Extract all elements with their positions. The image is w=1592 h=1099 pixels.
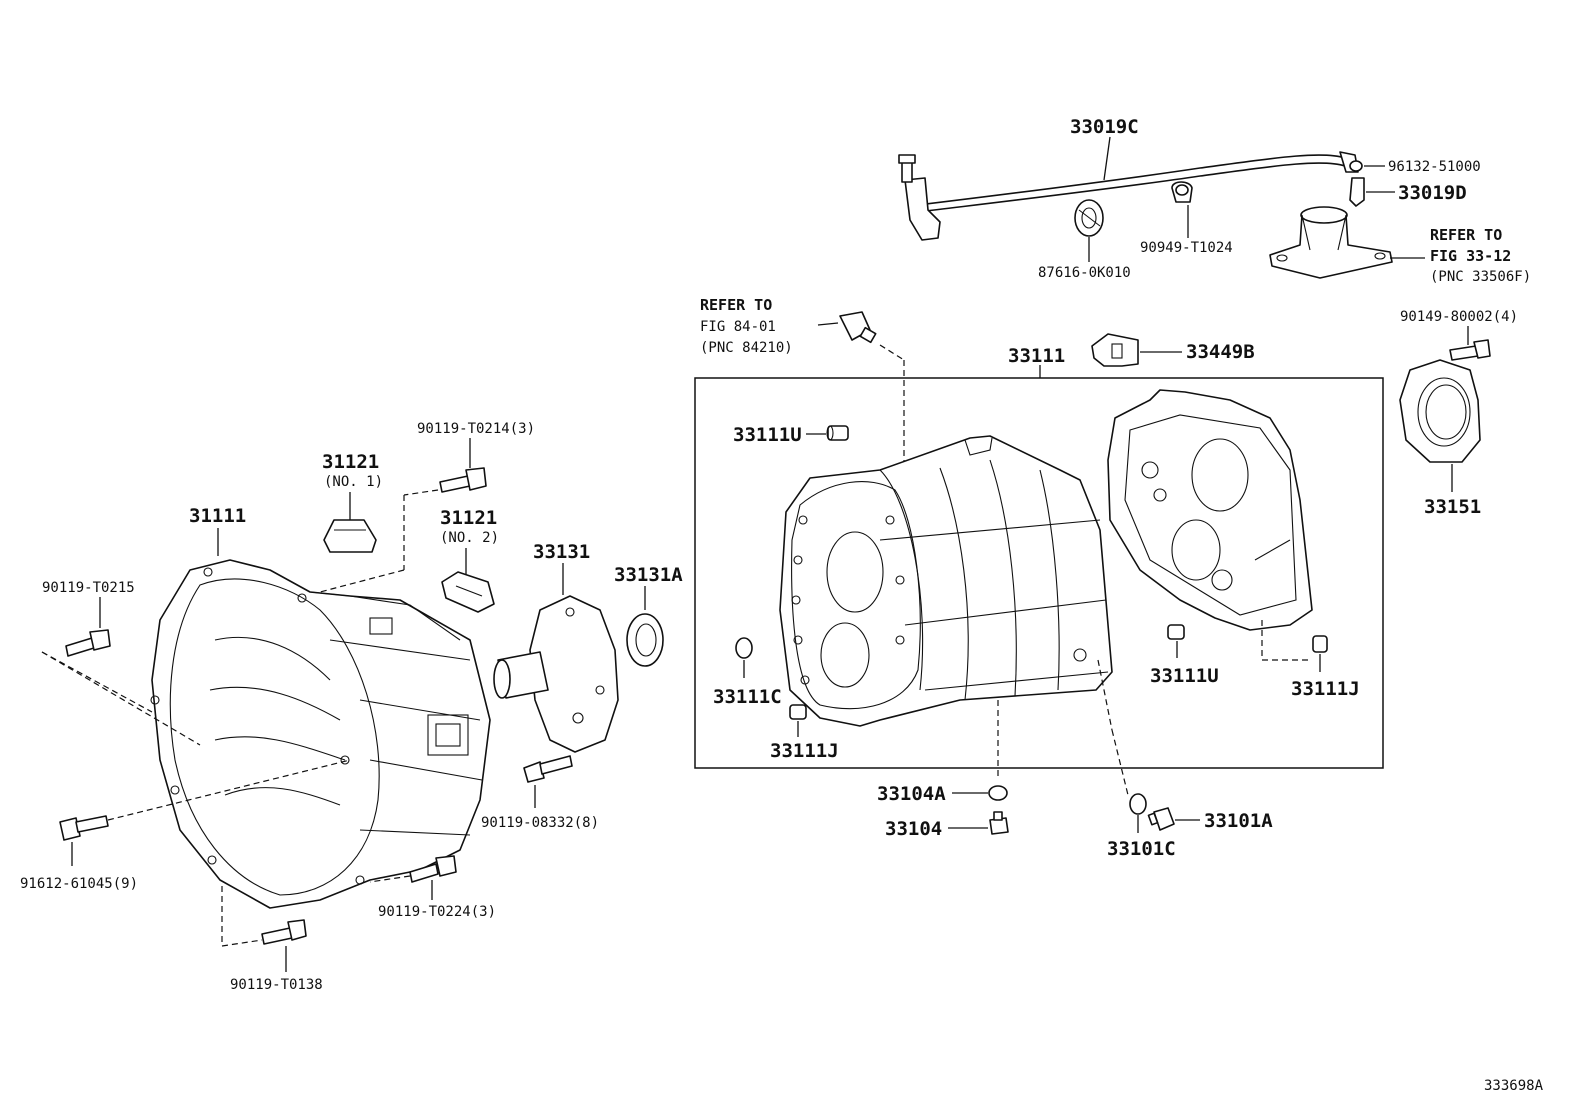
label-33151: 33151	[1424, 496, 1481, 518]
label-33101A: 33101A	[1204, 810, 1273, 832]
label-90119-T0214: 90119-T0214(3)	[417, 421, 535, 437]
retainer-33151	[1399, 359, 1481, 463]
label-90119-08332: 90119-08332(8)	[481, 815, 599, 831]
bolt-90119-T0138	[261, 919, 307, 945]
label-33019D: 33019D	[1398, 182, 1467, 204]
pin-33111J-right	[1312, 635, 1328, 653]
dash-T0214-a	[403, 489, 439, 496]
label-33111U-top: 33111U	[733, 424, 802, 446]
label-90119-T0215: 90119-T0215	[42, 580, 135, 596]
dash-filler-b	[1111, 729, 1129, 796]
label-33449B: 33449B	[1186, 341, 1255, 363]
pin-33111J-left	[789, 704, 807, 720]
label-33111J-left: 33111J	[770, 740, 839, 762]
pin-33111C	[735, 637, 753, 659]
label-33101C: 33101C	[1107, 838, 1176, 860]
clutch-tube-33019C	[898, 151, 1359, 241]
bolt-90119-T0215	[65, 629, 111, 657]
bearing-retainer-33131	[493, 595, 619, 753]
cover-33449B	[1091, 333, 1139, 367]
bolt-90119-T0214	[439, 467, 487, 493]
cover-31121-no2	[441, 571, 495, 613]
dash-T0224	[369, 875, 411, 883]
label-33111J-right: 33111J	[1291, 678, 1360, 700]
bolt-90149-80002	[1449, 339, 1491, 361]
clamp-90949-T1024	[1171, 181, 1193, 203]
label-33111: 33111	[1008, 345, 1065, 367]
dash-T0215-a	[41, 651, 153, 713]
label-31121-no1: 31121	[322, 451, 379, 473]
release-cylinder-bracket	[1269, 206, 1393, 279]
label-90119-T0224: 90119-T0224(3)	[378, 904, 496, 920]
refer-b-line2: FIG 84-01	[700, 319, 776, 335]
gasket-33101C	[1129, 793, 1147, 815]
label-87616-0K010: 87616-0K010	[1038, 265, 1131, 281]
plug-33101A	[1147, 807, 1175, 831]
label-33131: 33131	[533, 541, 590, 563]
label-31121-no2-sub: (NO. 2)	[440, 530, 499, 546]
group-box-33111	[694, 377, 1384, 769]
oil-seal-33131A	[626, 613, 664, 667]
plug-33104	[989, 811, 1009, 835]
label-31121-no2: 31121	[440, 507, 497, 529]
leader-33019C	[1103, 136, 1111, 181]
label-31121-no1-sub: (NO. 1)	[324, 474, 383, 490]
bolt-90119-08332	[523, 755, 573, 783]
dash-T0215-b	[41, 651, 201, 746]
clutch-housing-31111	[150, 559, 491, 909]
diagram-id: 333698A	[1484, 1078, 1544, 1094]
label-90119-T0138: 90119-T0138	[230, 977, 323, 993]
label-33131A: 33131A	[614, 564, 683, 586]
label-90949-T1024: 90949-T1024	[1140, 240, 1233, 256]
leader-refer-b	[817, 322, 839, 326]
dash-T0214-c	[319, 569, 405, 593]
label-96132-51000: 96132-51000	[1388, 159, 1481, 175]
backup-lamp-switch	[839, 311, 877, 344]
label-33111U-right: 33111U	[1150, 665, 1219, 687]
label-31111: 31111	[189, 505, 246, 527]
dash-filler-a	[1097, 659, 1113, 731]
gasket-33104A	[988, 785, 1008, 801]
refer-b-line3: (PNC 84210)	[700, 340, 793, 356]
clip-96132-51000	[1349, 160, 1363, 172]
grommet-87616-0K010	[1074, 199, 1104, 237]
label-91612-61045: 91612-61045(9)	[20, 876, 138, 892]
label-33104A: 33104A	[877, 783, 946, 805]
extension-plate	[1107, 389, 1313, 631]
refer-a-line1: REFER TO	[1430, 226, 1502, 244]
label-33104: 33104	[885, 818, 942, 840]
pin-33111U-right	[1167, 624, 1185, 640]
bolt-91612-61045	[59, 815, 109, 841]
dash-91612	[107, 759, 351, 821]
refer-a-line2: FIG 33-12	[1430, 247, 1511, 265]
dash-T0138-b	[221, 939, 263, 947]
dash-switch-a	[879, 344, 905, 361]
refer-b-line1: REFER TO	[700, 296, 772, 314]
pin-33111U-top	[826, 425, 849, 441]
bolt-90119-T0224	[409, 855, 457, 883]
refer-a-line3: (PNC 33506F)	[1430, 269, 1531, 285]
label-90149-80002: 90149-80002(4)	[1400, 309, 1518, 325]
label-33111C: 33111C	[713, 686, 782, 708]
cover-31121-no1	[323, 519, 377, 553]
transmission-case-33111	[779, 435, 1113, 727]
label-33019C: 33019C	[1070, 116, 1139, 138]
union-33019D	[1349, 177, 1365, 207]
